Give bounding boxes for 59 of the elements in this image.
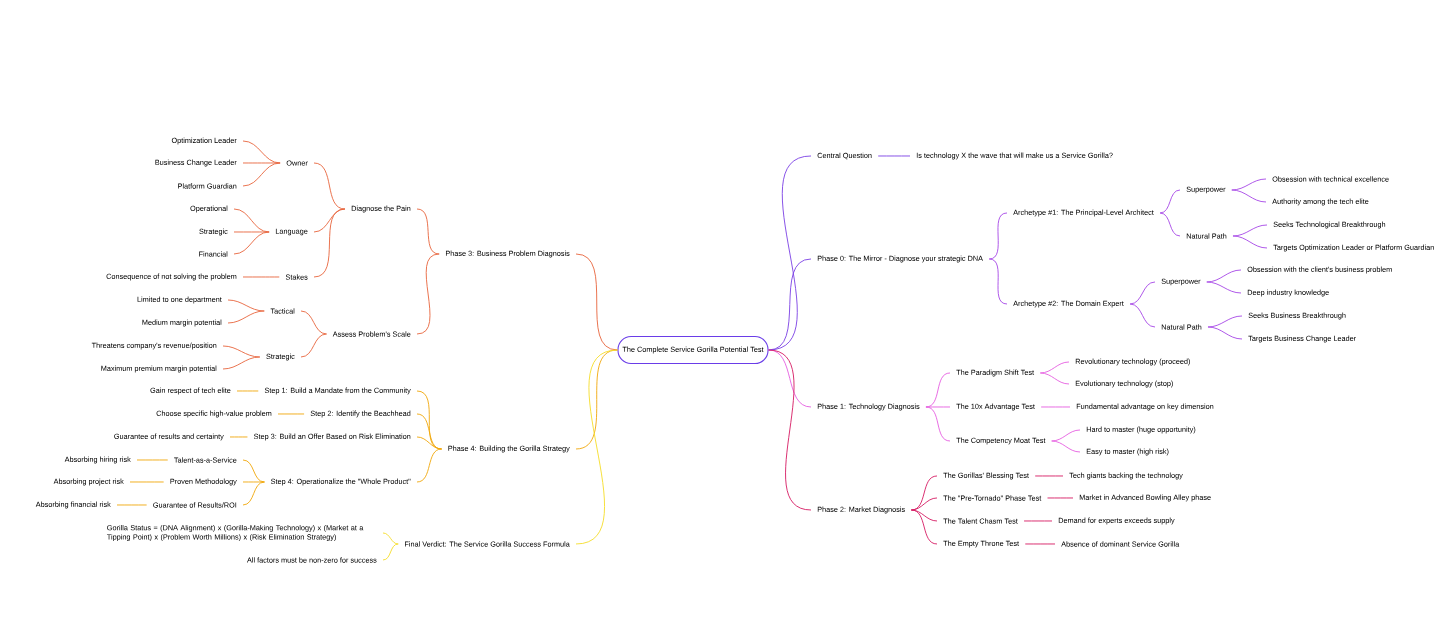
branch-line [416,436,443,450]
branch-line [233,231,270,255]
branch-line [313,208,346,278]
branch-line [910,497,938,511]
branch-line [1232,224,1268,237]
branch-line [416,448,443,483]
branch-line [1207,315,1243,328]
branch-line [229,436,248,438]
branch-line [416,208,440,255]
branch-line [1231,189,1267,203]
branch-line [1232,235,1268,249]
branch-line [910,509,938,545]
branch-line [236,390,259,392]
branch-line [300,310,327,335]
branch-line [313,208,346,233]
branch-line [877,155,911,157]
branch-line [416,253,440,335]
branch-line [1159,212,1181,237]
branch-line [242,481,265,483]
branch-line [925,406,951,442]
branch-line [1034,475,1064,477]
branch-line [382,543,399,561]
branch-line [1051,429,1081,442]
branch-line [129,481,165,483]
branch-line [1206,269,1242,283]
branch-line [1051,440,1081,453]
branch-line [1129,303,1156,328]
branch-line [1039,361,1070,374]
branch-line [768,349,812,511]
branch-line [313,162,346,210]
branch-line [242,481,265,506]
branch-line [1206,281,1242,294]
branch-line [768,258,812,351]
branch-line [575,253,618,351]
branch-line [1129,281,1156,305]
branch-line [242,162,281,187]
branch-line [233,231,270,233]
branch-line [300,333,327,358]
branch-line [116,504,148,506]
branch-line [1023,520,1053,522]
branch-line [575,349,618,545]
branch-line [136,459,169,461]
branch-line [1024,543,1056,545]
branch-line [1040,406,1071,408]
branch-line [1207,326,1243,340]
branch-line [242,162,281,164]
branch-line [925,406,951,408]
branch-line [227,310,265,324]
branch-line [988,258,1008,305]
branch-line [242,276,280,278]
branch-line [1231,178,1267,191]
branch-line [382,532,399,545]
branch-line [988,212,1008,260]
branch-line [227,299,265,312]
branch-line [277,413,305,415]
branch-line [222,356,261,370]
branch-line [1047,497,1074,499]
branch-line [1039,372,1070,385]
branch-line [1159,189,1181,214]
